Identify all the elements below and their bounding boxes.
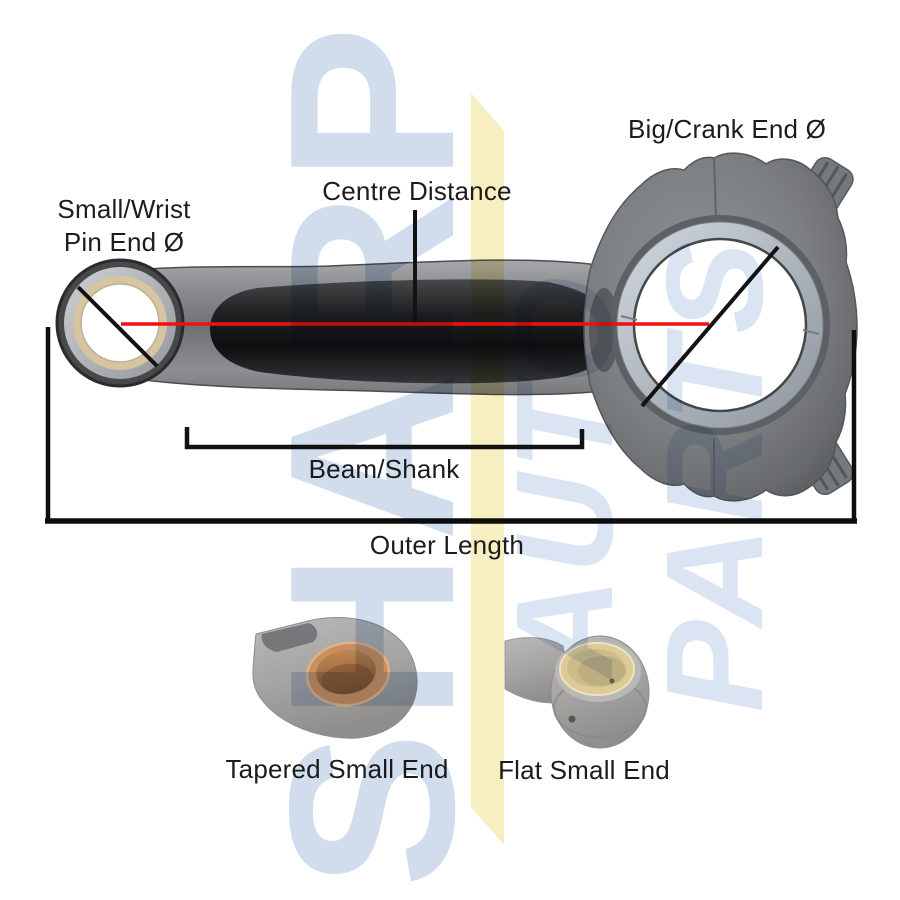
main-rod-photo [55,152,858,502]
tapered-small-end-photo [238,606,433,754]
outer-length-label: Outer Length [369,530,525,560]
flat-small-end-photo [494,628,658,756]
rod-beam-recess [210,279,617,384]
beam-shank-bracket [184,427,585,450]
small-end-diameter-line [76,285,159,368]
small-end-label-line1: Small/Wrist [57,194,191,224]
beam-shank-label: Beam/Shank [308,454,460,484]
big-end-diameter-line [640,245,780,408]
tapered-small-end-label: Tapered Small End [225,754,449,784]
small-end-label-line2: Pin End Ø [63,227,185,257]
big-end-label: Big/Crank End Ø [627,114,827,144]
outer-length-bracket [45,327,857,524]
centre-distance-label: Centre Distance [322,176,512,206]
flat-small-end-label: Flat Small End [498,755,670,785]
small-end-label: Small/Wrist Pin End Ø [57,193,190,259]
